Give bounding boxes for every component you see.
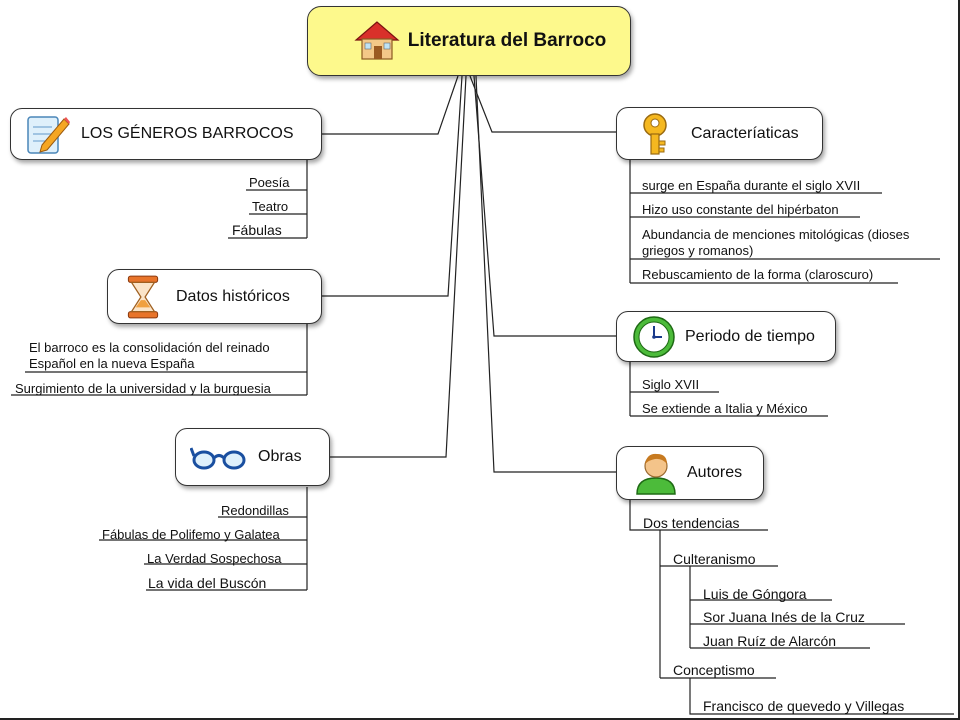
datos-item-0: El barroco es la consolidación del reina… [29, 340, 270, 371]
autores-tendencias: Dos tendencias [643, 515, 740, 531]
obras-item-3: La vida del Buscón [148, 575, 267, 591]
root-node[interactable]: Literatura del Barroco [307, 6, 631, 76]
autores-culteranismo: Culteranismo [673, 551, 756, 567]
obras-item-0: Redondillas [221, 503, 289, 518]
datos-label: Datos históricos [176, 287, 290, 305]
node-caracteristicas[interactable]: Caracteríaticas [616, 107, 823, 160]
caracteristicas-item-0: surge en España durante el siglo XVII [642, 178, 861, 193]
node-periodo[interactable]: Periodo de tiempo [616, 311, 836, 362]
generos-item-2: Fábulas [232, 222, 282, 238]
house-icon [354, 21, 400, 60]
clock-icon [633, 315, 675, 358]
autores-label: Autores [687, 464, 743, 481]
obras-item-2: La Verdad Sospechosa [147, 551, 282, 566]
glasses-icon [190, 447, 246, 470]
culteranismo-item-0: Luis de Góngora [703, 586, 807, 602]
hourglass-icon [127, 275, 159, 318]
caracteristicas-item-2: Abundancia de menciones mitológicas (dio… [642, 227, 910, 258]
caracteristicas-item-3: Rebuscamiento de la forma (claroscuro) [642, 267, 874, 282]
culteranismo-item-2: Juan Ruíz de Alarcón [703, 633, 837, 649]
node-autores[interactable]: Autores [616, 446, 764, 500]
generos-label: LOS GÉNEROS BARROCOS [81, 125, 294, 142]
periodo-item-1: Se extiende a Italia y México [642, 401, 808, 416]
pencil-note-icon [27, 116, 70, 154]
conceptismo-item-0: Francisco de quevedo y Villegas [703, 698, 905, 714]
node-datos[interactable]: Datos históricos [107, 269, 322, 324]
key-icon [643, 112, 667, 155]
caracteristicas-label: Caracteríaticas [691, 124, 799, 142]
obras-label: Obras [258, 448, 302, 465]
node-generos[interactable]: LOS GÉNEROS BARROCOS [10, 108, 322, 160]
culteranismo-item-1: Sor Juana Inés de la Cruz [703, 609, 865, 625]
autores-conceptismo: Conceptismo [673, 662, 755, 678]
root-label: Literatura del Barroco [407, 30, 607, 51]
person-icon [636, 453, 676, 495]
periodo-item-0: Siglo XVII [642, 377, 700, 392]
generos-item-1: Teatro [252, 199, 289, 214]
obras-item-1: Fábulas de Polifemo y Galatea [102, 527, 280, 542]
node-obras[interactable]: Obras [175, 428, 330, 486]
periodo-label: Periodo de tiempo [685, 327, 815, 345]
caracteristicas-item-1: Hizo uso constante del hipérbaton [642, 202, 839, 217]
generos-item-0: Poesía [249, 175, 290, 190]
datos-item-1: Surgimiento de la universidad y la burgu… [15, 381, 271, 396]
